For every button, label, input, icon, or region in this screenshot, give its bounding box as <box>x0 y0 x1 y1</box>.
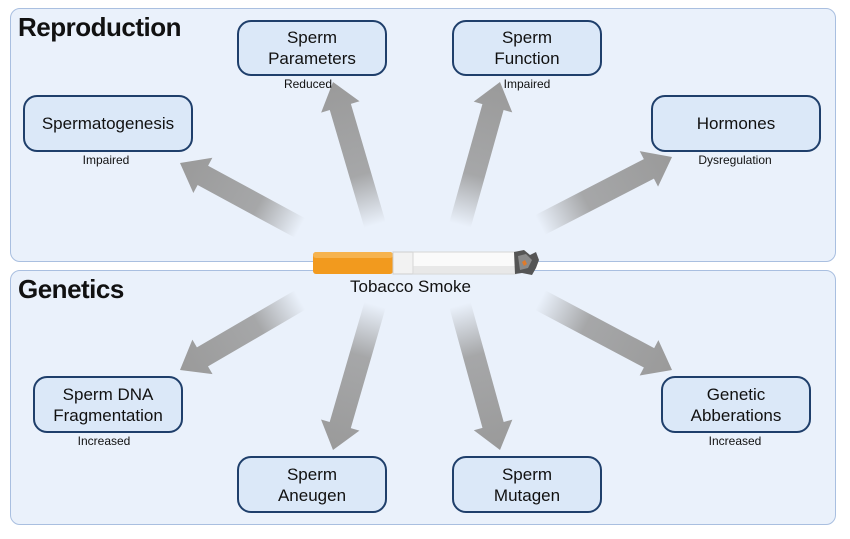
arrow-to-sperm-aneugen <box>321 301 386 450</box>
sperm-function-note: Impaired <box>503 77 551 91</box>
arrow-to-spermatogenesis <box>180 157 306 238</box>
cigarette-icon <box>313 250 539 275</box>
genetic-abberations-note: Increased <box>708 434 762 448</box>
arrow-to-sperm-function <box>449 82 513 228</box>
reproduction-title: Reproduction <box>18 12 182 42</box>
spermatogenesis-note: Impaired <box>82 153 130 167</box>
arrow-to-sperm-parameters <box>321 82 386 229</box>
hormones-node: Hormones <box>651 95 821 152</box>
spermatogenesis-node: Spermatogenesis <box>23 95 193 152</box>
arrow-to-sperm-dna-fragmentation <box>180 290 306 375</box>
sperm-parameters-note: Reduced <box>283 77 333 91</box>
genetics-title: Genetics <box>18 274 124 304</box>
arrow-to-sperm-mutagen <box>449 302 513 450</box>
arrow-to-genetic-abberations <box>534 290 672 376</box>
tobacco-smoke-label: Tobacco Smoke <box>350 277 471 296</box>
arrow-to-hormones <box>534 151 673 235</box>
sperm-dna-fragmentation-note: Increased <box>77 434 131 448</box>
hormones-note: Dysregulation <box>698 153 772 167</box>
